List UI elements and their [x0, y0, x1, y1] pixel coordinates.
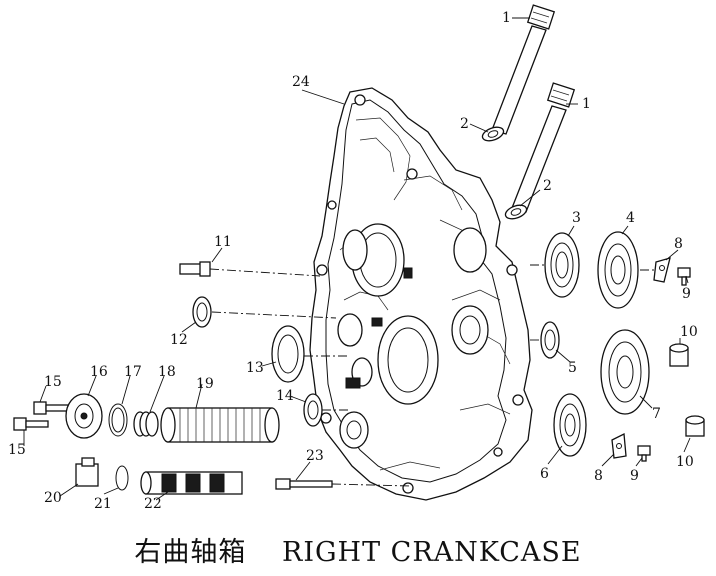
- washer-lower: [504, 204, 528, 220]
- alignment-lines: [209, 264, 654, 487]
- callout-22: 22: [144, 496, 162, 512]
- callout-8-lower: 8: [594, 468, 603, 484]
- bolt-23: [275, 478, 333, 490]
- washer-upper: [481, 126, 505, 142]
- bearing-6: [553, 393, 587, 457]
- callout-5: 5: [568, 360, 577, 376]
- o-ring-17: [108, 403, 128, 437]
- callout-2-lower: 2: [543, 178, 552, 194]
- right-crankcase-housing: [309, 87, 533, 501]
- oil-seal-5: [540, 321, 560, 359]
- bearing-4: [597, 231, 639, 309]
- oil-seal-12: [192, 296, 212, 328]
- callout-1-upper: 1: [502, 10, 511, 26]
- long-bolt-upper: [491, 4, 556, 135]
- callout-21: 21: [94, 496, 112, 512]
- drain-plug-20: [75, 457, 99, 487]
- bearing-3: [544, 232, 580, 298]
- caption-english: RIGHT CRANKCASE: [281, 537, 582, 568]
- callout-2-upper: 2: [460, 116, 469, 132]
- callout-8-upper: 8: [674, 236, 683, 252]
- caption-chinese: 右曲轴箱: [134, 537, 247, 568]
- diagram-caption: 右曲轴箱 RIGHT CRANKCASE: [0, 530, 716, 569]
- callout-15-upper: 15: [44, 374, 62, 390]
- oil-filter-19: [160, 407, 280, 443]
- callout-19: 19: [196, 376, 214, 392]
- callout-4: 4: [626, 210, 635, 226]
- callout-23: 23: [306, 448, 324, 464]
- o-ring-21: [115, 465, 129, 491]
- callout-10-lower: 10: [676, 454, 694, 470]
- callout-12: 12: [170, 332, 188, 348]
- retainer-plate-lower: [611, 432, 627, 459]
- callout-15-lower: 15: [8, 442, 26, 458]
- callout-7: 7: [652, 406, 661, 422]
- callout-18: 18: [158, 364, 176, 380]
- spring-18: [133, 411, 159, 437]
- callout-24: 24: [292, 74, 310, 90]
- callout-17: 17: [124, 364, 142, 380]
- bolt-15-upper: [33, 401, 69, 415]
- callout-9-upper: 9: [682, 286, 691, 302]
- dowel-pin-lower: [685, 415, 705, 437]
- callout-1-lower: 1: [582, 96, 591, 112]
- callout-14: 14: [276, 388, 294, 404]
- callout-20: 20: [44, 490, 62, 506]
- callout-11: 11: [214, 234, 232, 250]
- callout-13: 13: [246, 360, 264, 376]
- oil-seal-14: [303, 393, 323, 427]
- bolt-15-lower: [13, 417, 49, 431]
- sensor-bolt-11: [179, 261, 211, 277]
- filter-cover-16: [65, 393, 103, 439]
- callout-16: 16: [90, 364, 108, 380]
- callout-3: 3: [572, 210, 581, 226]
- callout-6: 6: [540, 466, 549, 482]
- retainer-plate-upper: [653, 257, 671, 283]
- screw-lower: [637, 445, 651, 462]
- bearing-7: [600, 329, 650, 415]
- oil-seal-13: [271, 325, 305, 383]
- callout-numbers: 1 1 2 2 24 3 4 8 9 10 5 7 6 8 9 10 11 12…: [8, 10, 698, 512]
- dowel-pin-upper: [669, 343, 689, 367]
- leader-lines: [23, 17, 691, 501]
- screw-upper: [677, 267, 691, 286]
- filter-screen-22: [140, 471, 243, 495]
- callout-10-upper: 10: [680, 324, 698, 340]
- callout-9-lower: 9: [630, 468, 639, 484]
